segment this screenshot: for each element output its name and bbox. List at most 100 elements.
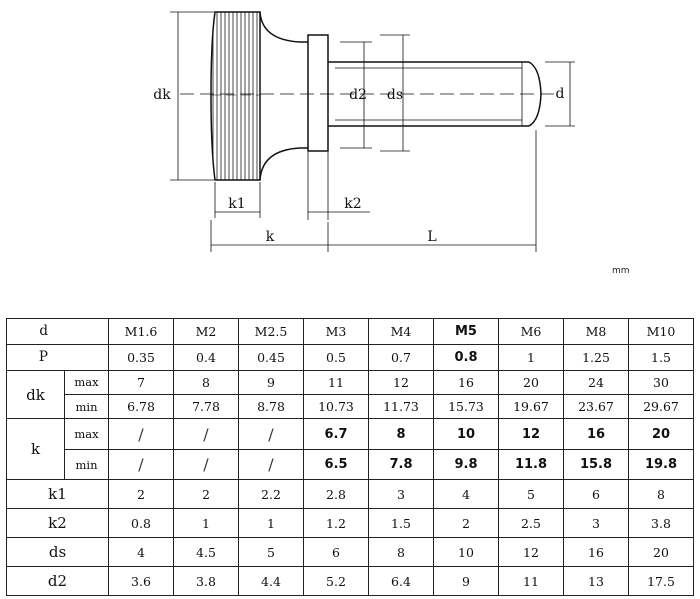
collar [307, 34, 329, 152]
spec-table: d M1.6 M2 M2.5 M3 M4 M5 M6 M8 M10 P 0.35… [6, 318, 694, 596]
table-cell: 2.2 [238, 479, 304, 510]
table-cell: 5.2 [303, 566, 369, 596]
table-cell: 10.73 [303, 394, 369, 420]
label-k: k [266, 229, 275, 245]
table-cell: 3 [368, 479, 434, 510]
thumb-screw-drawing: dk d2 ds d k1 k2 k L [153, 11, 575, 252]
table-cell: / [238, 448, 304, 481]
table-cell: 8 [628, 479, 694, 510]
ds-label: ds [6, 537, 109, 567]
size-cell: M3 [303, 318, 369, 345]
table-cell: 0.8 [433, 343, 499, 371]
table-cell: 8.78 [238, 394, 304, 420]
table-cell: 6.5 [303, 448, 369, 481]
d2-label: d2 [6, 566, 109, 596]
table-cell: 6 [563, 479, 629, 510]
table-cell: 8 [368, 537, 434, 567]
table-cell: / [173, 448, 239, 481]
table-cell: 20 [498, 369, 564, 396]
table-cell: 3.8 [173, 566, 239, 596]
label-dk: dk [153, 87, 171, 103]
size-cell: M2 [173, 318, 239, 345]
header-label: d [6, 318, 109, 345]
label-k2: k2 [344, 196, 361, 212]
table-cell: 2 [433, 508, 499, 539]
table-cell: 15.8 [563, 448, 629, 481]
table-cell: / [108, 418, 174, 450]
label-L: L [427, 229, 436, 245]
size-cell: M2.5 [238, 318, 304, 345]
table-cell: 6 [303, 537, 369, 567]
table-cell: 6.4 [368, 566, 434, 596]
table-cell: 0.35 [108, 343, 174, 371]
table-cell: 1 [238, 508, 304, 539]
table-cell: 10 [433, 537, 499, 567]
table-cell: 15.73 [433, 394, 499, 420]
min-label: min [64, 448, 109, 481]
table-cell: / [173, 418, 239, 450]
k-label: k [6, 418, 65, 481]
k-min-row: min / / / 6.5 7.8 9.8 11.8 15.8 19.8 [7, 448, 694, 481]
threaded-shaft [328, 61, 542, 127]
table-cell: 1 [498, 343, 564, 371]
label-k1: k1 [228, 196, 245, 212]
table-cell: 9.8 [433, 448, 499, 481]
table-cell: 7.78 [173, 394, 239, 420]
table-cell: 29.67 [628, 394, 694, 420]
table-cell: 2.8 [303, 479, 369, 510]
table-cell: 2.5 [498, 508, 564, 539]
table-cell: 16 [433, 369, 499, 396]
table-cell: 8 [173, 369, 239, 396]
k1-row: k1 2 2 2.2 2.8 3 4 5 6 8 [6, 479, 694, 510]
unit-label: mm [612, 266, 630, 276]
table-cell: 3.8 [628, 508, 694, 539]
table-cell: 9 [433, 566, 499, 596]
table-cell: 4 [433, 479, 499, 510]
dimension-lines [170, 11, 575, 252]
table-cell: 4.5 [173, 537, 239, 567]
table-cell: 7.8 [368, 448, 434, 481]
table-cell: 8 [368, 418, 434, 450]
size-cell: M1.6 [108, 318, 174, 345]
table-cell: 20 [628, 418, 694, 450]
table-cell: 9 [238, 369, 304, 396]
table-cell: 23.67 [563, 394, 629, 420]
k2-row: k2 0.8 1 1 1.2 1.5 2 2.5 3 3.8 [6, 508, 694, 539]
table-cell: 16 [563, 537, 629, 567]
table-cell: 1.2 [303, 508, 369, 539]
dk-label: dk [6, 369, 65, 420]
table-cell: 2 [173, 479, 239, 510]
table-cell: 1 [173, 508, 239, 539]
table-cell: 24 [563, 369, 629, 396]
neck [259, 11, 308, 181]
k2-label: k2 [6, 508, 109, 539]
size-cell: M6 [498, 318, 564, 345]
pitch-row: P 0.35 0.4 0.45 0.5 0.7 0.8 1 1.25 1.5 [6, 343, 694, 371]
table-cell: 7 [108, 369, 174, 396]
table-cell: 30 [628, 369, 694, 396]
table-cell: 19.67 [498, 394, 564, 420]
table-cell: 12 [498, 537, 564, 567]
dk-min-row: min 6.78 7.78 8.78 10.73 11.73 15.73 19.… [7, 394, 694, 420]
table-cell: 13 [563, 566, 629, 596]
table-cell: 4.4 [238, 566, 304, 596]
table-cell: 12 [498, 418, 564, 450]
max-label: max [64, 418, 109, 450]
table-cell: 11 [303, 369, 369, 396]
table-cell: 5 [238, 537, 304, 567]
table-cell: 19.8 [628, 448, 694, 481]
table-cell: 0.5 [303, 343, 369, 371]
k-max-row: k max / / / 6.7 8 10 12 16 20 [6, 418, 694, 481]
table-cell: 0.45 [238, 343, 304, 371]
k1-label: k1 [6, 479, 109, 510]
table-cell: / [238, 418, 304, 450]
size-row: d M1.6 M2 M2.5 M3 M4 M5 M6 M8 M10 [6, 318, 694, 345]
table-cell: 20 [628, 537, 694, 567]
size-cell: M4 [368, 318, 434, 345]
table-cell: 11 [498, 566, 564, 596]
label-d: d [556, 86, 565, 102]
table-cell: 16 [563, 418, 629, 450]
dk-max-row: dk max 7 8 9 11 12 16 20 24 30 [6, 369, 694, 420]
table-cell: 3.6 [108, 566, 174, 596]
table-cell: 1.5 [628, 343, 694, 371]
